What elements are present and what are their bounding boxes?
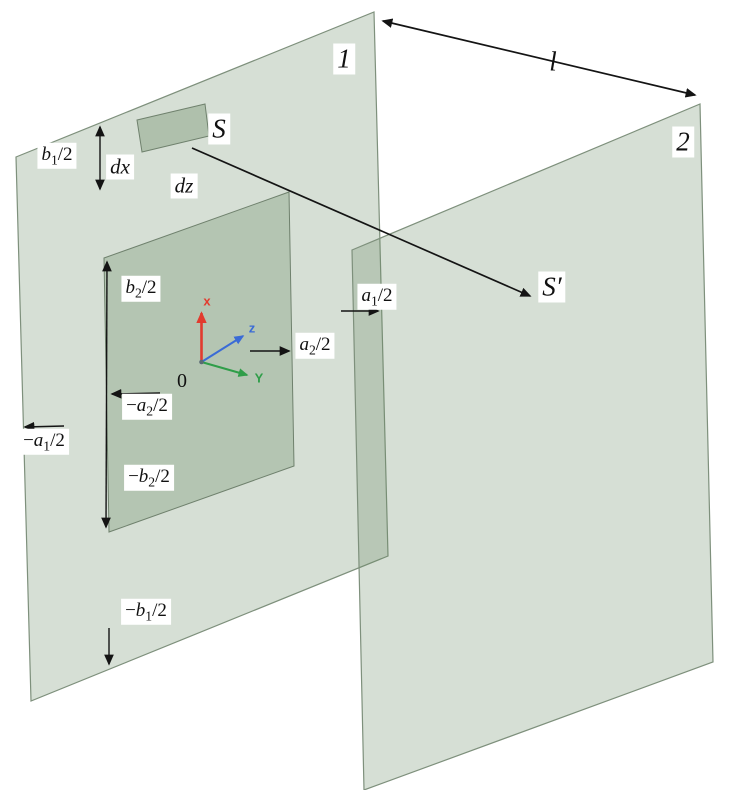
label-separation-l: l: [549, 46, 557, 77]
label-part: /2: [152, 599, 167, 621]
label-part: −: [125, 599, 136, 621]
label-target-sprime: S′: [538, 271, 566, 303]
label-part: b: [138, 465, 149, 487]
label-part: a: [361, 284, 371, 306]
label-part: 2: [148, 474, 156, 490]
label-part: /2: [315, 333, 331, 355]
label-part: −: [128, 465, 139, 487]
label-part: /2: [50, 429, 65, 451]
label-a2-half: a2/2: [295, 332, 335, 360]
label-neg-a2-half: −a2/2: [122, 393, 172, 421]
label-part: /2: [153, 394, 168, 416]
label-part: 1: [43, 438, 51, 454]
separation-l-arrow: [381, 18, 697, 98]
z-axis-arrow: [200, 335, 245, 363]
label-b1-half: b1/2: [37, 142, 77, 170]
label-part: 2: [308, 342, 316, 358]
b2-dimension-arrow: [101, 260, 112, 529]
label-part: 1: [370, 293, 378, 309]
neg-a1-dimension-arrow: [23, 421, 65, 432]
label-neg-b1-half: −b1/2: [121, 598, 171, 626]
label-part: −: [23, 429, 34, 451]
x-axis-label: x: [203, 293, 211, 309]
label-part: b: [135, 599, 146, 621]
label-part: a: [136, 394, 147, 416]
y-axis-arrow: [201, 361, 249, 377]
label-neg-b2-half: −b2/2: [124, 464, 174, 492]
s-to-sprime-arrow: [191, 147, 532, 297]
label-part: 2: [146, 403, 154, 419]
label-part: b: [41, 143, 51, 165]
plate-2-surface: [351, 103, 714, 790]
label-part: −: [126, 394, 137, 416]
label-a1-half: a1/2: [357, 283, 397, 311]
label-part: b: [125, 276, 135, 298]
label-part: /2: [57, 143, 73, 165]
y-axis-label: Y: [254, 370, 264, 386]
z-axis-label: z: [248, 320, 256, 336]
neg-a2-dimension-arrow: [110, 388, 161, 399]
label-b2-half: b2/2: [121, 275, 161, 303]
label-dx: dx: [106, 154, 134, 180]
label-part: /2: [377, 284, 393, 306]
label-part: 1: [50, 152, 58, 168]
label-neg-a1-half: −a1/2: [19, 428, 69, 456]
label-plate-2: 2: [672, 126, 694, 158]
label-dz: dz: [170, 173, 198, 199]
label-part: 1: [145, 608, 153, 624]
label-part: a: [299, 333, 309, 355]
label-part: 2: [134, 285, 142, 301]
label-part: a: [33, 429, 44, 451]
label-source-s: S: [208, 113, 230, 145]
label-part: /2: [155, 465, 170, 487]
label-plate-1: 1: [333, 43, 355, 75]
origin-dot: [199, 359, 204, 365]
label-origin: 0: [177, 370, 187, 392]
label-part: /2: [141, 276, 157, 298]
